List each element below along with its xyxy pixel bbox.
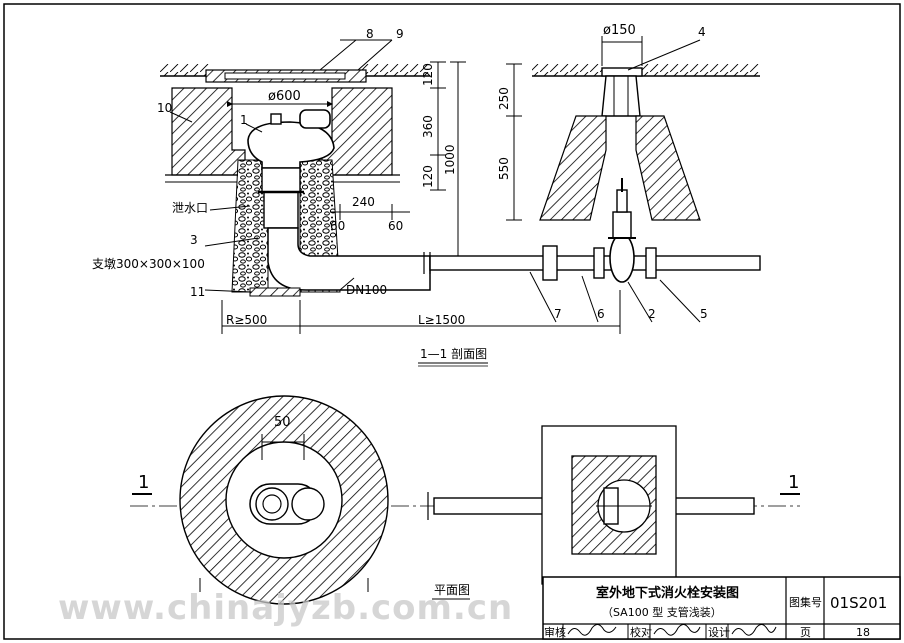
dim-550: 550 — [497, 157, 511, 180]
callout-6: 6 — [597, 307, 605, 321]
dim-240: 240 — [352, 195, 375, 209]
valve-box-support-left — [539, 115, 607, 221]
signature-check — [653, 624, 701, 636]
dim-dia-150: ø150 — [603, 23, 636, 38]
callout-8: 8 — [366, 27, 374, 41]
section-title: 1—1 剖面图 — [420, 347, 487, 361]
dim-1000: 1000 — [443, 144, 457, 175]
title-block-title: 室外地下式消火栓安装图 — [596, 585, 739, 601]
dim-60-right: 60 — [388, 219, 403, 233]
drawing-frame — [3, 3, 901, 640]
plan-dim-50: 50 — [274, 415, 291, 430]
section-mark-right: 1 — [788, 472, 799, 493]
valve-box-body — [601, 75, 641, 117]
well-chamber-wall — [171, 87, 246, 176]
dim-dia-600: ø600 — [268, 89, 301, 104]
label-drain: 泄水口 — [172, 201, 208, 215]
section-mark-left: 1 — [138, 472, 149, 493]
dim-250: 250 — [497, 87, 511, 110]
design-label: 设计 — [708, 626, 730, 639]
callout-2: 2 — [648, 307, 656, 321]
page-label: 页 — [800, 626, 811, 639]
callout-9: 9 — [396, 27, 404, 41]
signature-review — [567, 624, 617, 636]
dim-r500: R≥500 — [226, 313, 267, 327]
atlas-label: 图集号 — [789, 595, 822, 609]
title-block-subtitle: （SA100 型 支管浅装） — [602, 605, 722, 619]
check-label: 校对 — [630, 625, 652, 639]
signature-design — [731, 624, 777, 636]
dim-120-top: 120 — [421, 63, 435, 86]
callout-5: 5 — [700, 307, 708, 321]
callout-4: 4 — [698, 25, 706, 39]
pipe-fitting-7 — [542, 245, 558, 281]
callout-10: 10 — [157, 101, 172, 115]
hydrant-body — [247, 109, 335, 229]
review-label: 审核 — [544, 625, 566, 639]
elbow-pipe — [267, 227, 431, 291]
callout-7: 7 — [554, 307, 562, 321]
dim-120-bottom: 120 — [421, 165, 435, 188]
callout-1: 1 — [240, 113, 248, 127]
label-support: 支墩300×300×100 — [92, 257, 205, 271]
atlas-number: 01S201 — [830, 594, 887, 612]
pipe-fitting-6 — [593, 247, 605, 279]
callout-3: 3 — [190, 233, 198, 247]
plan-title: 平面图 — [434, 583, 470, 597]
plan-hydrant — [249, 483, 325, 525]
valve-box-cover — [601, 67, 643, 77]
dim-l1500: L≥1500 — [418, 313, 465, 327]
label-dn100: DN100 — [346, 283, 387, 297]
pipe-fitting-5 — [645, 247, 657, 279]
valve-box-support-right — [635, 115, 701, 221]
callout-11: 11 — [190, 285, 205, 299]
plan-view: 50 1 1 平面图 — [130, 395, 800, 605]
page-number: 18 — [856, 626, 870, 639]
dim-60-left: 60 — [330, 219, 345, 233]
title-block: 室外地下式消火栓安装图 （SA100 型 支管浅装） 图集号 01S201 审核… — [542, 576, 901, 640]
gate-valve — [608, 178, 636, 283]
support-pier — [249, 287, 301, 297]
section-view: 8 9 10 1 3 11 4 7 6 2 5 ø600 ø150 120 36… — [92, 23, 761, 367]
dim-360: 360 — [421, 115, 435, 138]
